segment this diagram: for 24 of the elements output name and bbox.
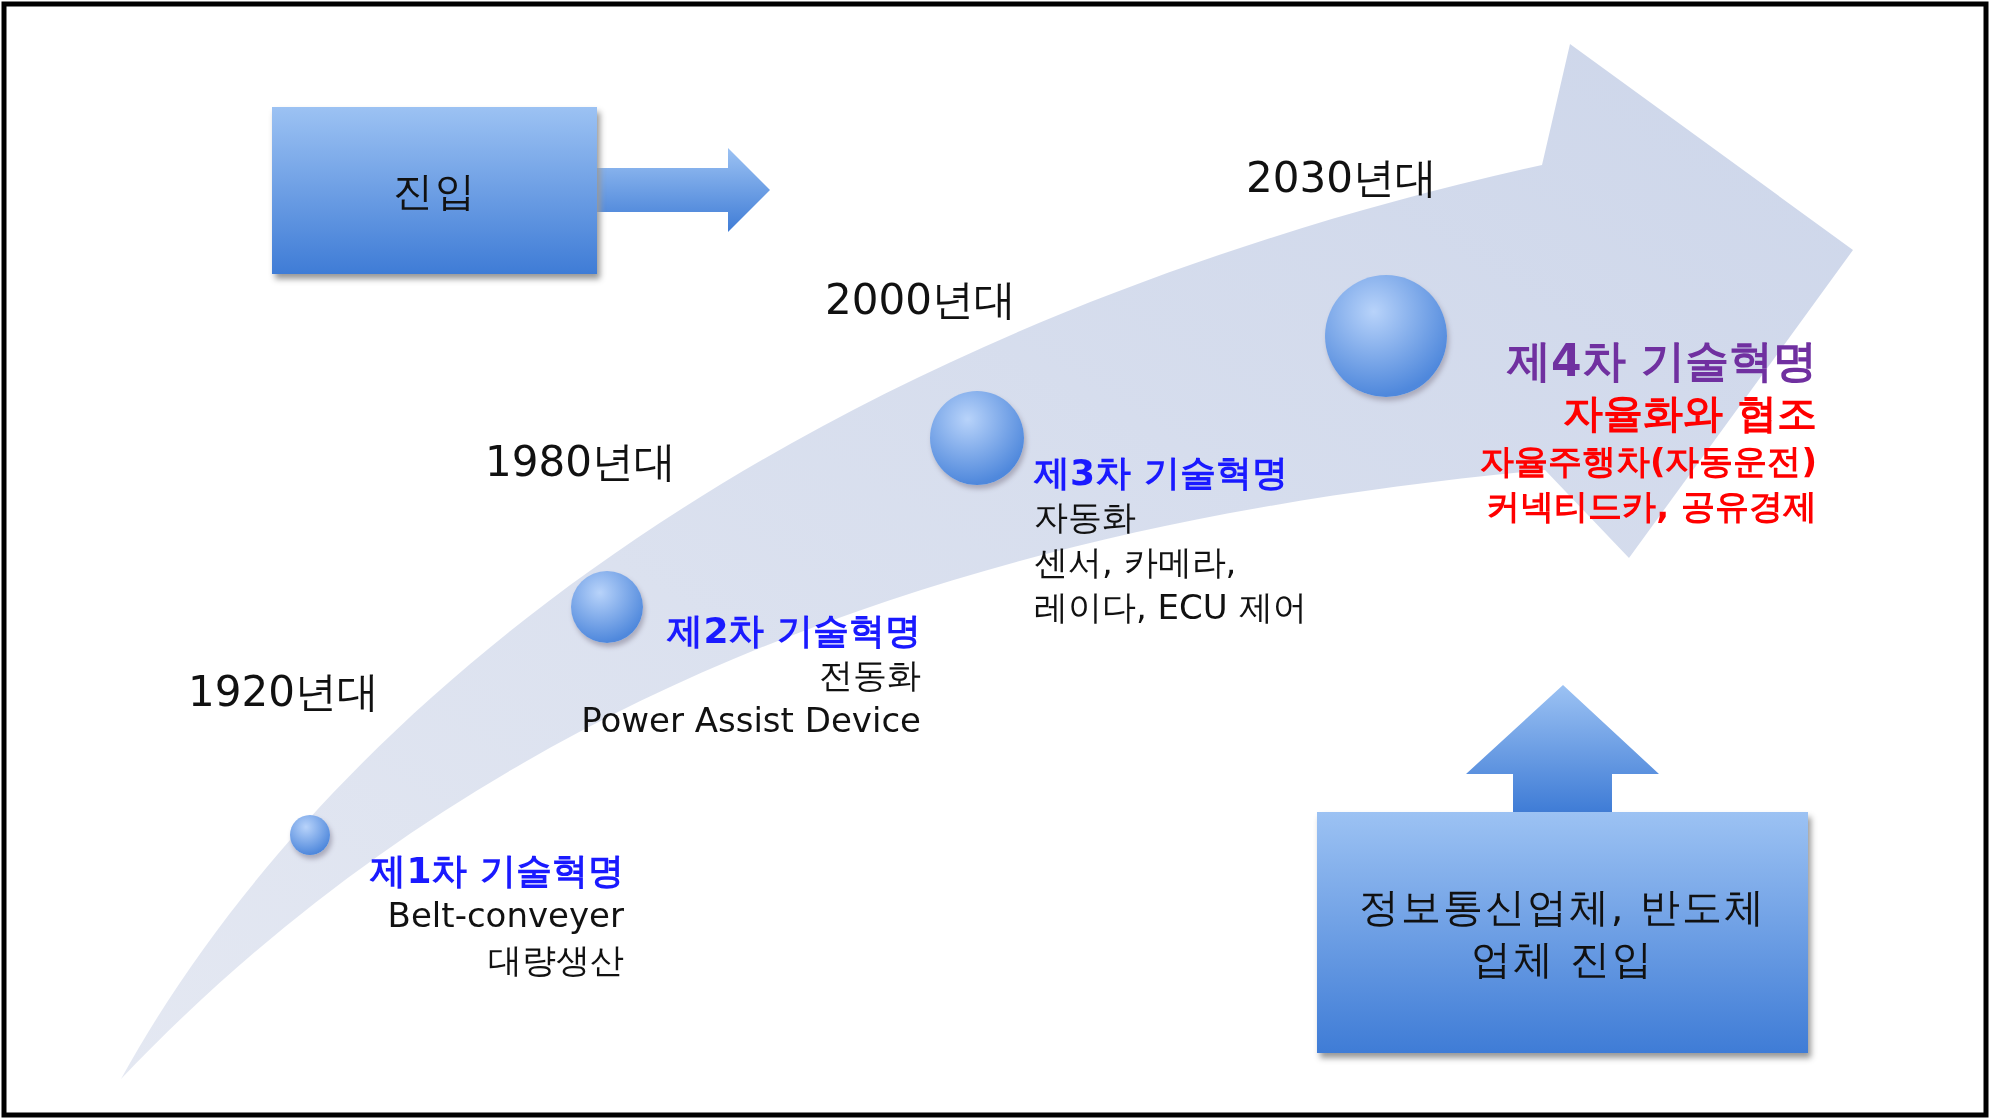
year-label: 2030년대: [1246, 152, 1437, 204]
process-box: [1317, 812, 1808, 1053]
process-box: [272, 107, 597, 274]
box-text: 정보통신업체, 반도체업체 진입: [1357, 882, 1768, 984]
feature-text: 커넥티드카, 공유경제: [1486, 485, 1817, 528]
revolution-heading: 제3차 기술혁명: [1034, 451, 1288, 495]
year-label: 2000년대: [825, 274, 1016, 326]
year-label: 1920년대: [188, 666, 379, 718]
feature-text: 센서, 카메라,: [1034, 541, 1237, 584]
feature-text: 전동화: [819, 654, 921, 697]
block-arrow: [1466, 685, 1659, 812]
feature-text: 자동화: [1034, 496, 1136, 539]
feature-text: Power Assist Device: [581, 699, 921, 742]
feature-text: 대량생산: [488, 939, 624, 982]
feature-text: Belt-conveyer: [387, 894, 624, 937]
feature-text: 레이다, ECU 제어: [1034, 586, 1307, 629]
year-label: 1980년대: [485, 436, 676, 488]
revolution-heading: 제1차 기술혁명: [370, 849, 624, 893]
revolution-heading: 제2차 기술혁명: [667, 609, 921, 653]
feature-text: 자율주행차(자동운전): [1479, 440, 1817, 483]
revolution-heading: 제4차 기술혁명: [1507, 335, 1817, 387]
box-text: 진입: [392, 166, 477, 216]
block-arrow: [597, 148, 770, 232]
feature-text: 자율화와 협조: [1563, 389, 1817, 438]
